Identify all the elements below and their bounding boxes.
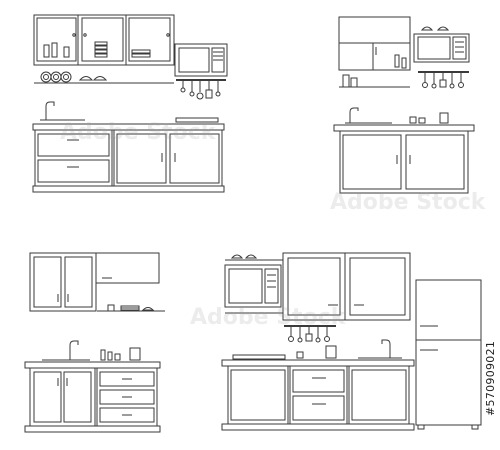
refrigerator [415,279,482,430]
kettle-and-cups [409,112,449,124]
base-cabinets [32,123,225,193]
utensil-rail [284,325,336,343]
sink-tap [42,340,90,361]
base-cabinets [221,359,415,431]
kitchen-top-right [333,16,475,194]
stock-id-label: #570909021 [484,340,497,416]
kettle-and-bottles [100,347,141,361]
open-shelf [34,71,174,84]
upper-cabinets [282,252,411,321]
cooktop [175,117,219,123]
kitchen-top-left [32,14,228,193]
upper-cabinets [29,252,160,312]
kitchen-bottom-left [24,252,165,433]
open-shelf [339,74,410,88]
sink-tap [358,339,402,359]
cooktop-and-kettle [232,345,337,360]
sink-tap [40,101,85,121]
microwave [174,43,228,77]
microwave [224,254,283,314]
utensil-rail [176,79,226,100]
upper-glass-cabinets [33,14,175,66]
microwave [413,26,470,63]
utensil-rail [418,71,469,89]
base-cabinets [333,124,475,194]
open-shelf [97,304,165,312]
base-cabinets [24,361,161,433]
kitchen-bottom-right [221,252,482,431]
upper-cabinets [338,16,411,71]
sink-tap [345,107,392,124]
